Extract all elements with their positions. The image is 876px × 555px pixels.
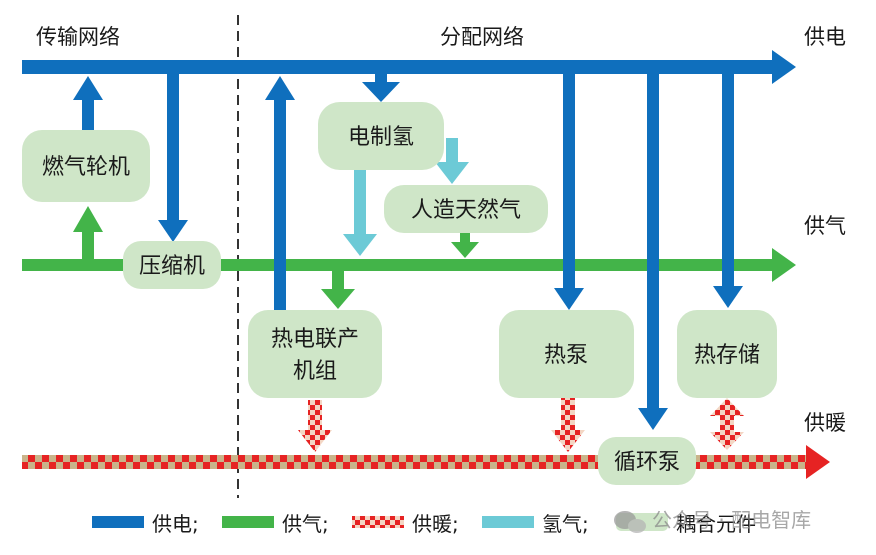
heat-bus xyxy=(22,445,830,479)
distribution-network-label: 分配网络 xyxy=(440,25,524,49)
legend: 供电; 供气; 供暖; 氢气; 耦合元件 xyxy=(92,512,756,536)
legend-swatch-gas xyxy=(222,516,274,528)
chp-label-line1: 热电联产 xyxy=(271,327,359,352)
heat-pump-to-heat-arrow xyxy=(551,398,585,452)
gas-bus-label: 供气 xyxy=(804,214,846,238)
gas-turbine-label: 燃气轮机 xyxy=(42,155,130,180)
gas-to-turbine-arrow xyxy=(73,206,103,259)
chp-to-heat-arrow xyxy=(298,400,332,452)
power-to-heat-pump-arrow xyxy=(554,74,584,310)
heat-bus-label: 供暖 xyxy=(804,411,846,435)
legend-label-electric: 供电; xyxy=(152,512,199,536)
synthetic-gas-label: 人造天然气 xyxy=(411,198,521,223)
heat-storage-node: 热存储 xyxy=(677,310,777,398)
compressor-label: 压缩机 xyxy=(139,254,205,279)
transmission-network-label: 传输网络 xyxy=(36,25,120,49)
legend-label-hydrogen: 氢气; xyxy=(542,512,589,536)
circulation-pump-label: 循环泵 xyxy=(614,450,680,475)
legend-swatch-heat xyxy=(352,516,404,528)
watermark: 公众号 · 配电智库 xyxy=(614,508,811,533)
turbine-to-power-arrow xyxy=(73,76,103,134)
gas-turbine-node: 燃气轮机 xyxy=(22,130,150,202)
heat-pump-node: 热泵 xyxy=(499,310,634,398)
chp-node: 热电联产 机组 xyxy=(248,310,382,398)
hydrogen-to-synthetic-gas-arrow xyxy=(435,138,469,184)
chp-to-power-arrow xyxy=(265,76,295,312)
synthetic-gas-to-gas-arrow xyxy=(451,232,479,258)
gas-to-chp-arrow xyxy=(321,271,355,309)
electrolysis-label: 电制氢 xyxy=(348,125,414,150)
legend-swatch-electric xyxy=(92,516,144,528)
circulation-pump-node: 循环泵 xyxy=(598,437,696,485)
heat-storage-label: 热存储 xyxy=(694,343,760,368)
power-to-heat-storage-arrow xyxy=(713,74,743,308)
hydrogen-to-gas-arrow xyxy=(343,170,377,256)
legend-label-heat: 供暖; xyxy=(412,512,459,536)
power-to-electrolysis-arrow xyxy=(362,74,400,102)
watermark-text: 公众号 · 配电智库 xyxy=(652,508,811,532)
heat-storage-bidirectional-arrow xyxy=(710,398,744,450)
electrolysis-node: 电制氢 xyxy=(318,102,444,170)
legend-label-gas: 供气; xyxy=(282,512,329,536)
power-bus xyxy=(22,50,796,84)
power-to-circulation-pump-arrow xyxy=(638,74,668,430)
compressor-node: 压缩机 xyxy=(123,241,221,289)
legend-swatch-hydrogen xyxy=(482,516,534,528)
power-to-compressor-arrow xyxy=(158,74,188,242)
synthetic-gas-node: 人造天然气 xyxy=(384,185,548,233)
chp-label-line2: 机组 xyxy=(293,359,337,384)
legend-label-coupling: 耦合元件 xyxy=(676,512,756,536)
power-bus-label: 供电 xyxy=(804,25,846,49)
heat-pump-label: 热泵 xyxy=(544,343,588,368)
